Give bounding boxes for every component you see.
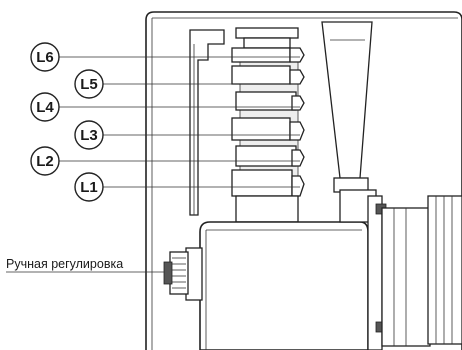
callout-l5: L5: [74, 69, 104, 99]
callout-l6: L6: [30, 42, 60, 72]
manual-adjustment-knob: [163, 247, 203, 301]
callout-l4: L4: [30, 92, 60, 122]
svg-text:L6: L6: [36, 49, 54, 66]
svg-text:L5: L5: [80, 76, 98, 93]
coupling-block: [339, 189, 431, 350]
cam-stack: [231, 27, 305, 223]
svg-text:L2: L2: [36, 153, 54, 170]
svg-text:Ручная регулировка: Ручная регулировка: [6, 257, 123, 271]
cam-disc-l2: [235, 145, 305, 167]
callout-l3: L3: [74, 120, 104, 150]
manual-adjustment-callout: Ручная регулировка: [6, 257, 164, 273]
cam-disc-l1: [231, 169, 305, 197]
cam-bracket: [189, 29, 225, 216]
motor-flange: [427, 195, 462, 345]
callout-l2: L2: [30, 146, 60, 176]
svg-text:L1: L1: [80, 179, 98, 196]
cam-disc-l4: [235, 91, 305, 111]
cam-disc-l6: [231, 47, 305, 63]
tapered-shaft: [321, 21, 373, 193]
svg-text:L4: L4: [36, 99, 54, 116]
svg-text:L3: L3: [80, 127, 98, 144]
gearbox-housing: [199, 221, 369, 350]
cam-disc-l3: [231, 117, 305, 141]
leader-lines: [59, 56, 300, 188]
callout-l1: L1: [74, 172, 104, 202]
